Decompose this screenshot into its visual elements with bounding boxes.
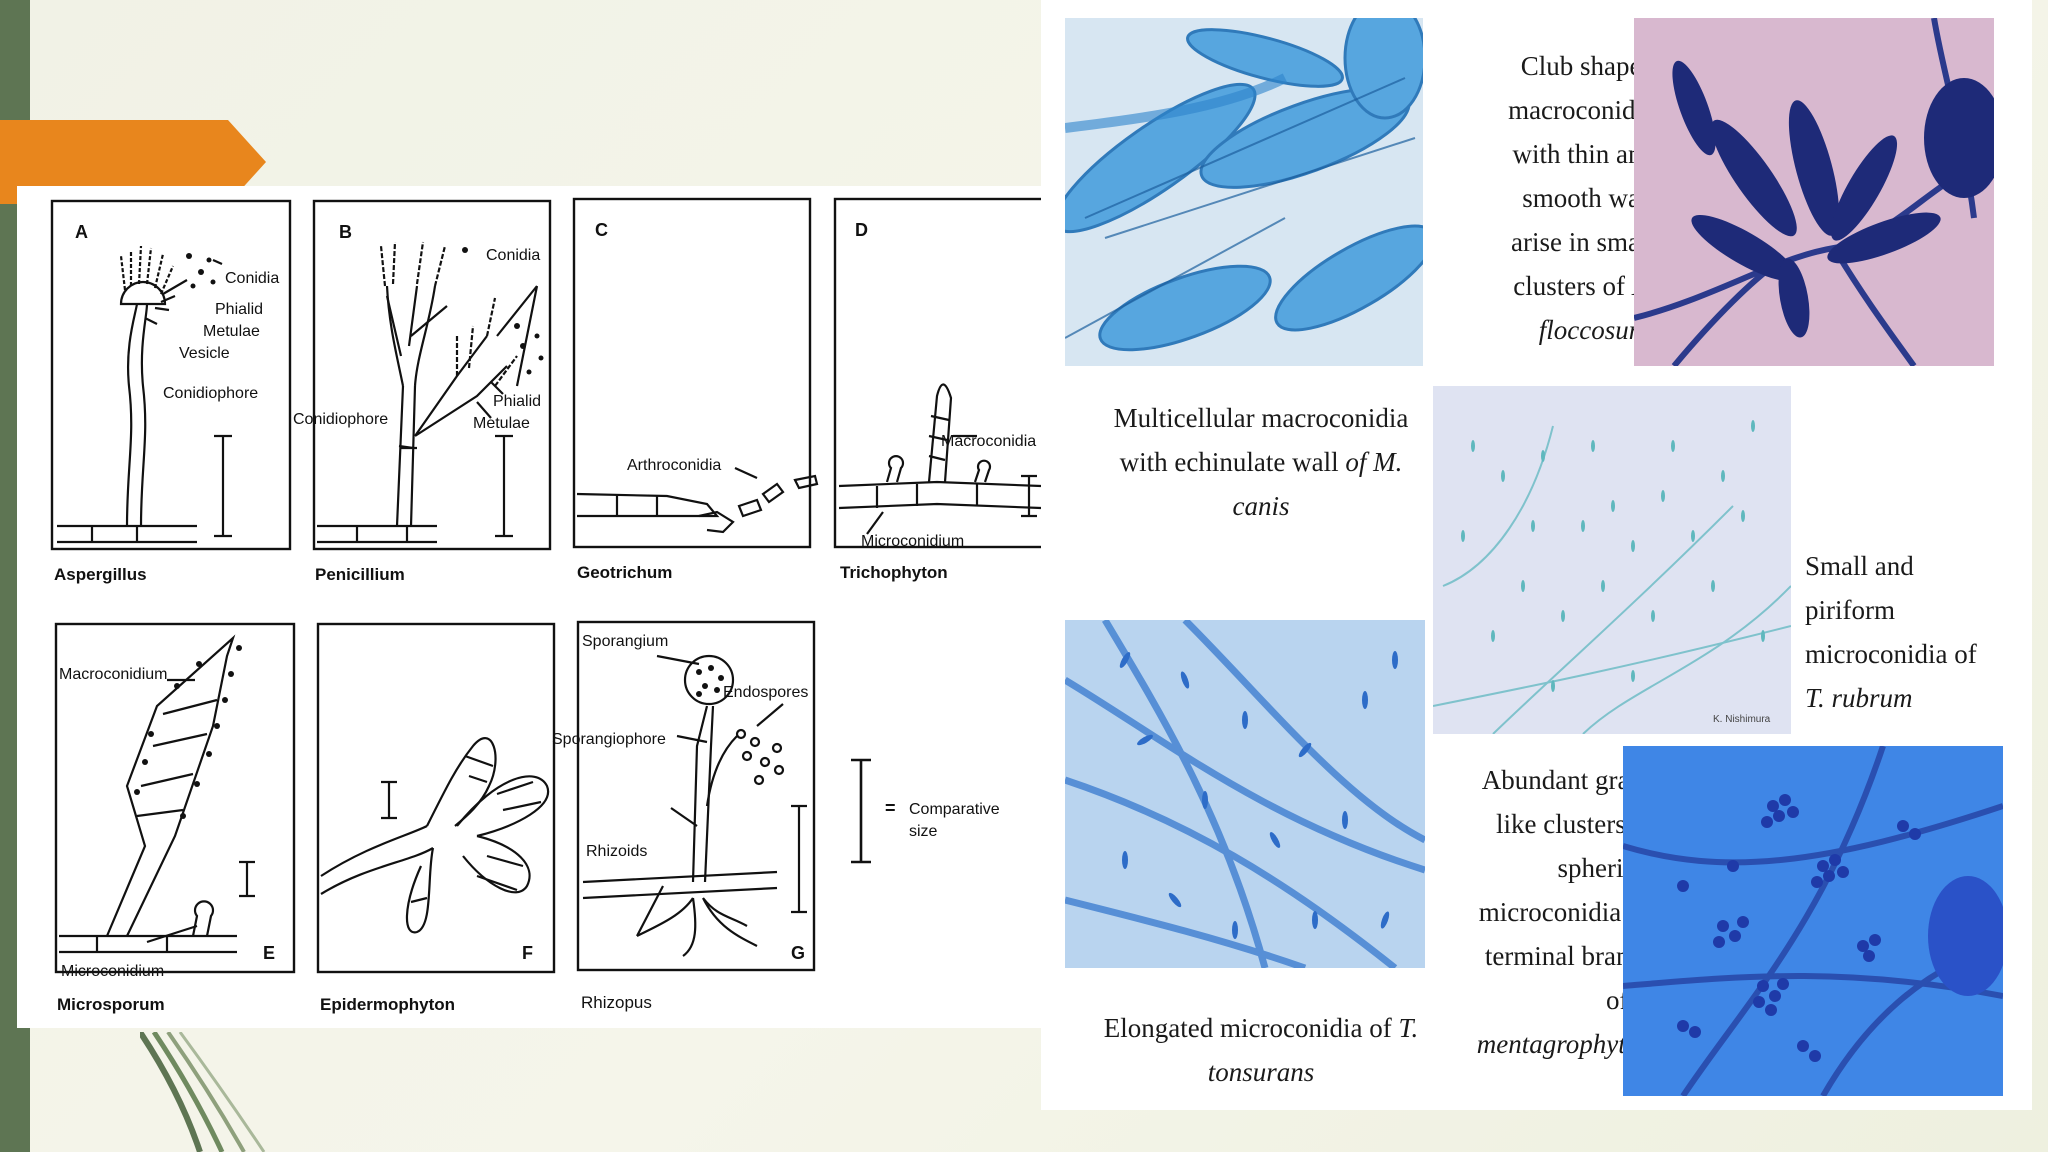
caption-m-canis: Multicellular macroconidia with echinula… [1113,403,1409,521]
genus-epidermophyton: Epidermophyton [320,995,455,1014]
label-vesicle-a: Vesicle [179,345,230,362]
fungi-morphology-diagram: A Conidia Phialid Metulae Vesicle Conidi… [17,186,1041,1028]
rhizopus-drawing [582,654,807,957]
comparative-size-legend [851,758,871,864]
label-conidia-a: Conidia [225,270,279,287]
label-phialid-a: Phialid [215,301,263,318]
label-macroconidia-d: Macroconidia [941,433,1036,450]
decorative-stripes [140,1032,266,1152]
label-conidia-b: Conidia [486,247,540,264]
panel-a-letter: A [75,222,88,242]
genus-trichophyton: Trichophyton [840,563,948,582]
label-sporangiophore: Sporangiophore [552,731,666,748]
legend-equals: = [885,798,896,818]
caption-t-rubrum: Small and piriform microconidia of T. ru… [1805,551,1977,713]
caption-t-tonsurans: Elongated microconidia of T. tonsurans [1103,1013,1419,1087]
caption-t-mentagrophytes: Abundant grape like clusters of spherica… [1476,765,1655,1059]
panel-d-letter: D [855,220,868,240]
micrograph-m-canis [1065,18,1423,366]
label-endospores: Endospores [723,684,808,701]
genus-rhizopus: Rhizopus [581,993,652,1012]
panel-d-frame [833,197,1041,549]
micrograph-watermark: K. Nishimura [1713,714,1771,725]
genus-aspergillus: Aspergillus [54,565,147,584]
label-macroconidium-e: Macroconidium [59,666,167,683]
panel-g-letter: G [791,943,805,963]
microsporum-drawing [59,634,255,954]
label-arthroconidia: Arthroconidia [627,457,721,474]
panel-a-frame [50,199,292,551]
micrograph-t-rubrum: K. Nishimura [1433,386,1791,734]
label-phialid-b: Phialid [493,393,541,410]
panel-e-letter: E [263,943,275,963]
trichophyton-drawing [838,383,1041,535]
penicillium-drawing [317,241,544,544]
genus-microsporum: Microsporum [57,995,165,1014]
epidermophyton-drawing [320,737,550,934]
panel-f-letter: F [522,943,533,963]
genus-penicillium: Penicillium [315,565,405,584]
panel-f-frame [316,622,556,974]
aspergillus-drawing [57,245,232,544]
genus-geotrichum: Geotrichum [577,563,672,582]
label-conidiophore-a: Conidiophore [163,385,258,402]
label-rhizoids: Rhizoids [586,843,647,860]
legend-text-line2: size [909,823,938,840]
panel-b-frame [312,199,552,551]
micrograph-t-tonsurans [1065,620,1425,968]
geotrichum-drawing [576,466,819,534]
label-microconidium-d: Microconidium [861,533,964,550]
micrograph-e-floccosum [1634,18,1994,366]
label-metulae-b: Metulae [473,415,530,432]
panel-g-frame [576,620,816,972]
label-metulae-a: Metulae [203,323,260,340]
panel-c-frame [572,197,812,549]
label-microconidium-e: Microconidium [61,963,164,980]
label-conidiophore-b: Conidiophore [293,411,388,428]
panel-b-letter: B [339,222,352,242]
micrograph-panel: Club shaped macroconidia with thin and s… [1041,0,2032,1110]
panel-e-frame [54,622,296,974]
diagram-svg: A Conidia Phialid Metulae Vesicle Conidi… [50,197,1041,1014]
label-sporangium: Sporangium [582,633,668,650]
caption-e-floccosum: Club shaped macroconidia with thin and s… [1508,51,1655,345]
micrograph-t-mentagrophytes [1623,746,2003,1096]
legend-text-line1: Comparative [909,801,1000,818]
panel-c-letter: C [595,220,608,240]
